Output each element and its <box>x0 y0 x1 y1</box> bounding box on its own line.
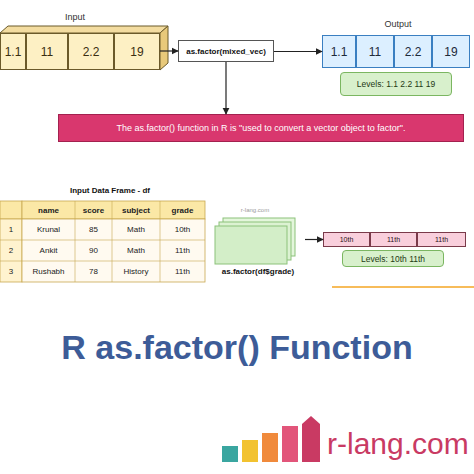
table-cell: 3 <box>0 261 22 282</box>
node-text: 19 <box>130 45 143 59</box>
table-caption: Input Data Frame - df <box>35 182 185 198</box>
node-text-group: 2.2 <box>83 45 100 59</box>
logo-bar <box>222 446 238 462</box>
table-cell: Rushabh <box>22 261 75 282</box>
table-cell: History <box>112 261 160 282</box>
node-text-group: 10th <box>340 236 354 243</box>
connector-arrow <box>160 50 178 51</box>
logo-bar <box>242 440 258 462</box>
node-text: 1.1 <box>331 45 348 59</box>
logo-house <box>302 416 320 462</box>
table-cell: 1 <box>0 219 22 240</box>
table-index-column <box>0 219 22 282</box>
watermark: r-lang.com <box>232 205 278 215</box>
cell-row-top <box>0 26 168 33</box>
sheet-front <box>215 226 287 264</box>
node-text: 10th <box>340 236 354 243</box>
node-text-group: 11 <box>369 45 381 59</box>
input-cell: 1.1 <box>0 33 26 70</box>
node-text: 19 <box>444 45 457 59</box>
node-text: 1.1 <box>5 45 22 59</box>
node-text-group: as.factor(mixed_vec) <box>186 47 266 56</box>
section-label: Input <box>45 9 105 25</box>
node-text-group: 19 <box>444 45 457 59</box>
connector-arrow <box>274 51 322 52</box>
connector-arrow <box>225 62 226 114</box>
logo-text: r-lang.com <box>327 424 474 464</box>
node-text-group: Levels: 10th 11th <box>361 254 425 264</box>
input-cell: 19 <box>114 33 160 70</box>
table-cell: 85 <box>75 219 112 240</box>
table-body <box>22 219 205 282</box>
input-cell: 11 <box>26 33 68 70</box>
table-cell: 11th <box>160 240 205 261</box>
logo-bar <box>282 426 298 462</box>
table-header-cell: score <box>75 201 112 219</box>
levels-box: Levels: 1.1 2.2 11 19 <box>340 72 452 96</box>
divider-line <box>332 286 474 288</box>
table-header-cell: subject <box>112 201 160 219</box>
table-cell: 78 <box>75 261 112 282</box>
table-cell: 11th <box>160 261 205 282</box>
node-text-group: Levels: 1.1 2.2 11 19 <box>357 79 435 89</box>
node-text: as.factor(df$grade) <box>222 267 294 276</box>
cell-row-side <box>160 26 168 70</box>
table-corner <box>0 201 22 219</box>
node-text: 11th <box>435 236 448 243</box>
output-cell: 2.2 <box>394 35 432 68</box>
connector-arrow <box>305 239 323 240</box>
node-text-group: 1.1 <box>5 45 22 59</box>
node-text: 11th <box>387 236 400 243</box>
factor-cell: 11th <box>417 232 466 247</box>
factor-cell: 11th <box>370 232 417 247</box>
node-text-group: 11th <box>435 236 448 243</box>
node-text-group: 2.2 <box>405 45 422 59</box>
output-cell: 11 <box>356 35 394 68</box>
node-text-group: 19 <box>130 45 143 59</box>
table-cell: Math <box>112 219 160 240</box>
node-text-group: 11th <box>387 236 400 243</box>
section-label: Output <box>368 16 428 32</box>
table-grid <box>0 201 205 282</box>
levels-box: Levels: 10th 11th <box>342 250 444 267</box>
definition-box: The as.factor() function in R is "used t… <box>58 114 464 142</box>
table-cell: Math <box>112 240 160 261</box>
table-header-cell: name <box>22 201 75 219</box>
diagram-title: R as.factor() Function <box>0 320 474 374</box>
node-text: 11 <box>41 45 53 59</box>
output-cell: 19 <box>432 35 470 68</box>
node-text: as.factor(mixed_vec) <box>186 47 266 56</box>
node-text: 2.2 <box>83 45 100 59</box>
node-text: Levels: 1.1 2.2 11 19 <box>357 79 435 89</box>
node-text: Levels: 10th 11th <box>361 254 425 264</box>
node-text: 11 <box>369 45 381 59</box>
table-header-cell: grade <box>160 201 205 219</box>
node-text: The as.factor() function in R is "used t… <box>116 123 405 133</box>
node-text-group: The as.factor() function in R is "used t… <box>116 123 405 133</box>
node-text-group: 11 <box>41 45 53 59</box>
node-text: 2.2 <box>405 45 422 59</box>
table-header <box>22 201 205 219</box>
table-cell: 10th <box>160 219 205 240</box>
output-cell: 1.1 <box>322 35 356 68</box>
table-cell: 2 <box>0 240 22 261</box>
logo-bar <box>262 433 278 462</box>
node-text-group: as.factor(df$grade) <box>222 267 294 276</box>
input-cell: 2.2 <box>68 33 114 70</box>
table-cell: Ankit <box>22 240 75 261</box>
node-text-group: 1.1 <box>331 45 348 59</box>
function-box: as.factor(mixed_vec) <box>178 40 274 62</box>
factor-cell: 10th <box>323 232 370 247</box>
table-cell: 90 <box>75 240 112 261</box>
function-sheets: as.factor(df$grade) <box>211 218 305 276</box>
table-cell: Krunal <box>22 219 75 240</box>
